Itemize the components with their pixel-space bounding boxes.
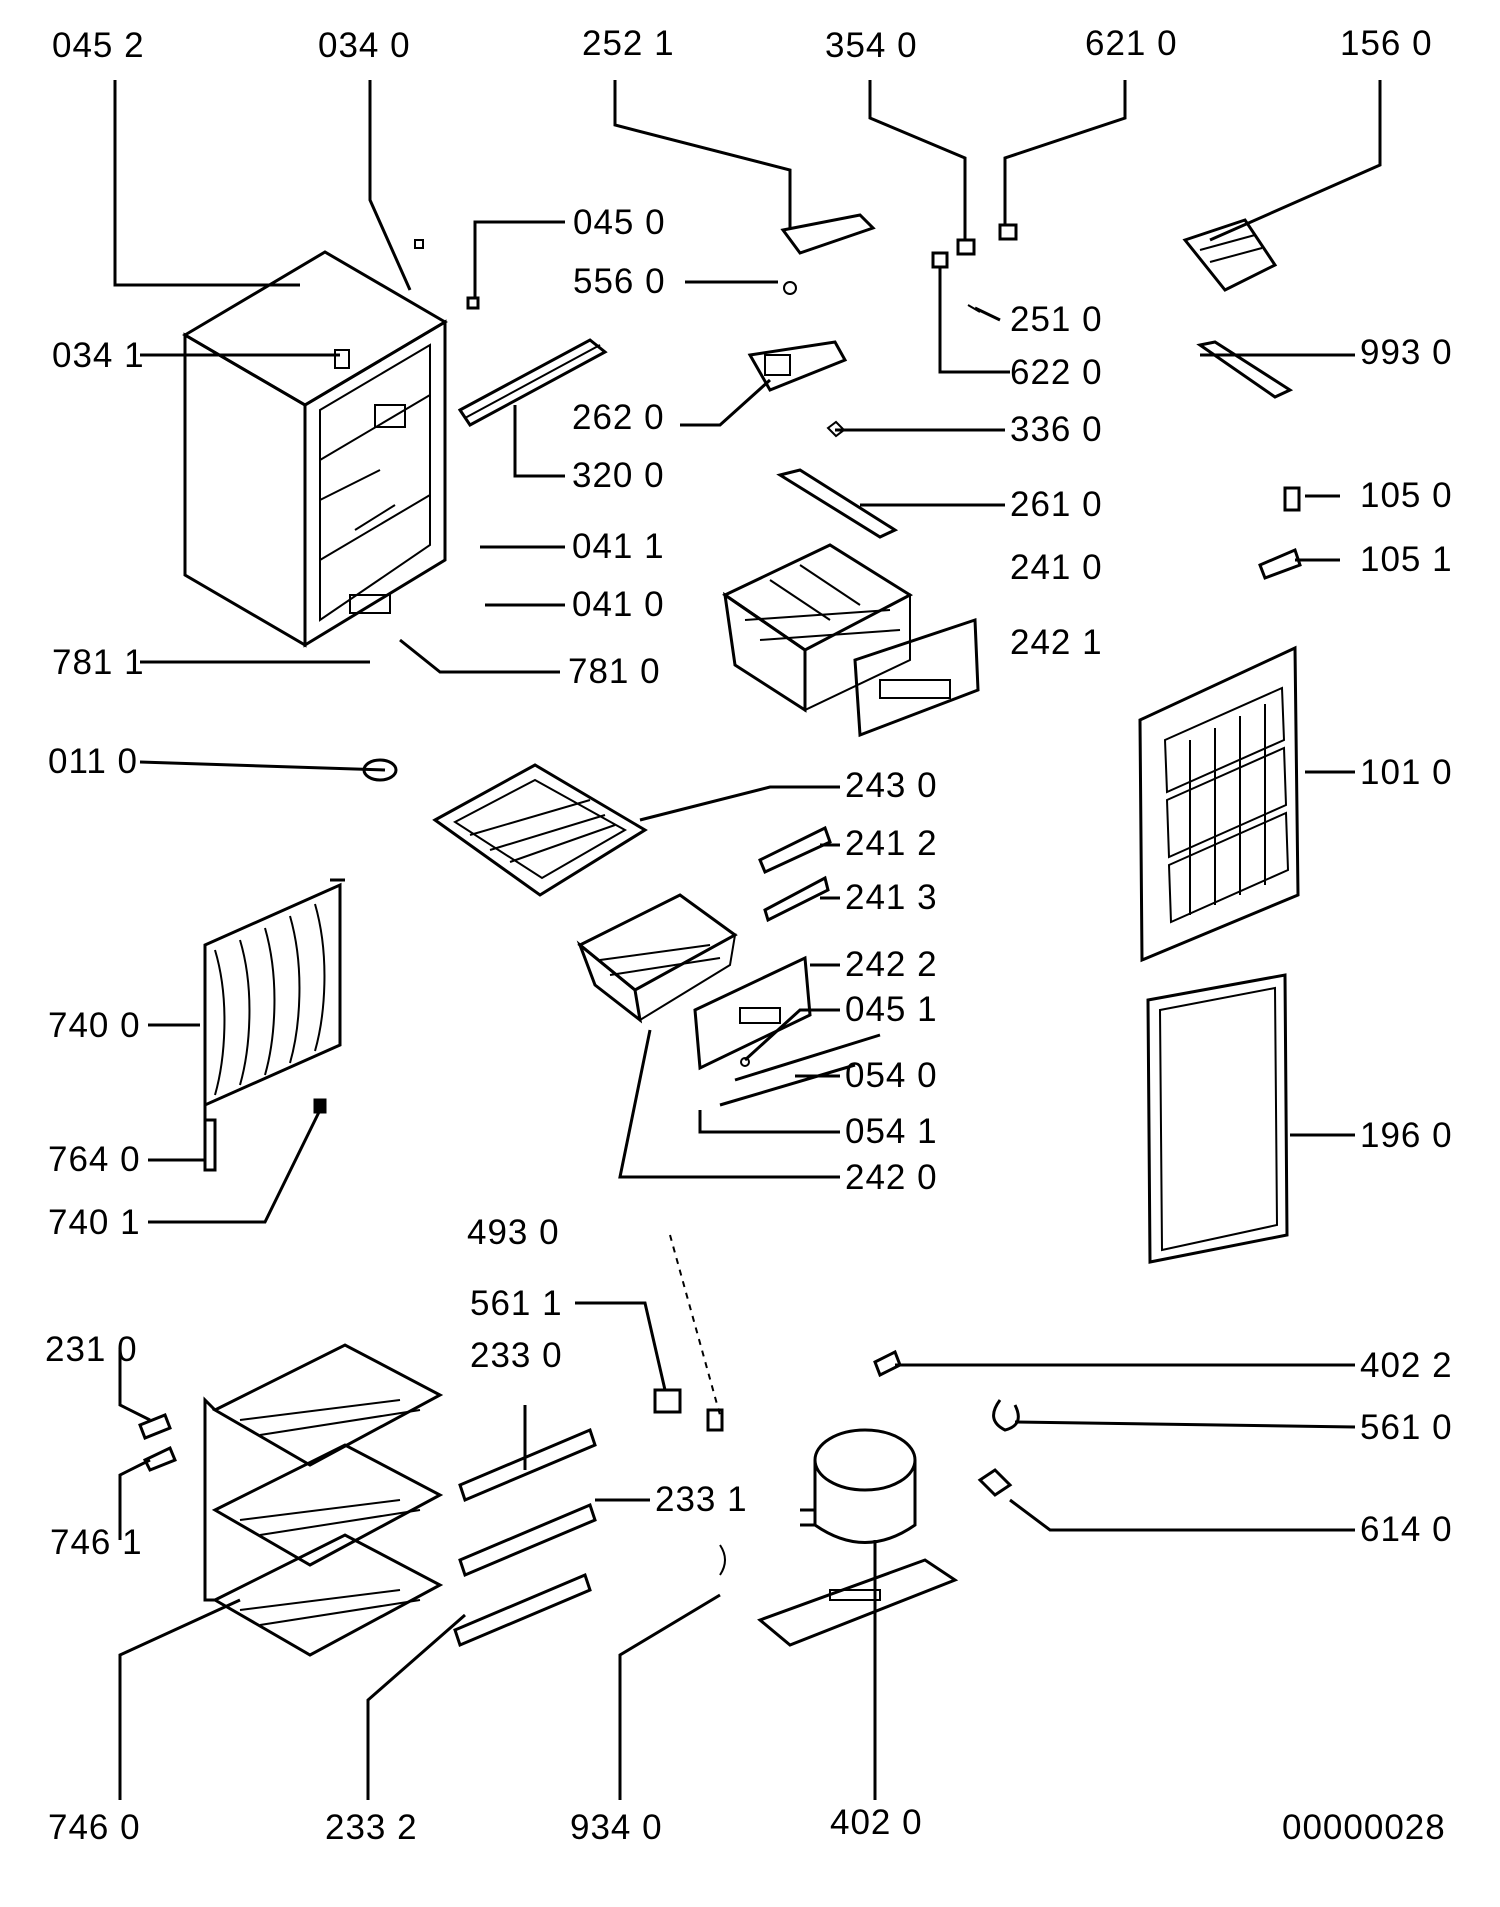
part-label-7460: 746 0 [48, 1808, 141, 1847]
part-label-2412: 241 2 [845, 824, 938, 863]
part-label-0410: 041 0 [572, 585, 665, 624]
part-label-0541: 054 1 [845, 1112, 938, 1151]
part-label-9930: 993 0 [1360, 333, 1453, 372]
part-label-7401: 740 1 [48, 1203, 141, 1242]
drawer-basket-upper [722, 543, 980, 738]
part-label-9340: 934 0 [570, 1808, 663, 1847]
part-label-5560: 556 0 [573, 262, 666, 301]
condenser-coil [203, 878, 345, 1172]
part-label-1560: 156 0 [1340, 24, 1433, 63]
cabinet-part [182, 250, 448, 648]
part-label-2332: 233 2 [325, 1808, 418, 1847]
rods [719, 1033, 881, 1107]
part-label-2620: 262 0 [572, 398, 665, 437]
part-label-0452: 045 2 [52, 26, 145, 65]
part-label-3360: 336 0 [1010, 410, 1103, 449]
part-label-2421: 242 1 [1010, 623, 1103, 662]
part-label-2331: 233 1 [655, 1480, 748, 1519]
part-label-1050: 105 0 [1360, 476, 1453, 515]
part-label-2413: 241 3 [845, 878, 938, 917]
part-label-2521: 252 1 [582, 24, 675, 63]
part-label-4930: 493 0 [467, 1213, 560, 1252]
part-label-6220: 622 0 [1010, 353, 1103, 392]
small-strips [758, 825, 832, 923]
part-label-6210: 621 0 [1085, 24, 1178, 63]
part-label-5610: 561 0 [1360, 1408, 1453, 1447]
part-label-7640: 764 0 [48, 1140, 141, 1179]
part-label-6140: 614 0 [1360, 1510, 1453, 1549]
part-label-3200: 320 0 [572, 456, 665, 495]
door-panel [1138, 645, 1300, 963]
part-label-7811: 781 1 [52, 643, 145, 682]
part-label-4020: 402 0 [830, 1803, 923, 1842]
leader-lines [113, 80, 1382, 1800]
part-label-0540: 054 0 [845, 1056, 938, 1095]
shelf-rails [453, 1427, 597, 1648]
part-label-1010: 101 0 [1360, 753, 1453, 792]
part-label-7810: 781 0 [568, 652, 661, 691]
part-label-2310: 231 0 [45, 1330, 138, 1369]
right-top-parts [1182, 218, 1302, 580]
small-parts-top [414, 213, 1018, 539]
part-label-5611: 561 1 [470, 1284, 563, 1323]
part-label-7400: 740 0 [48, 1006, 141, 1045]
part-label-0341: 034 1 [52, 336, 145, 375]
part-label-4022: 402 2 [1360, 1346, 1453, 1385]
part-label-0340: 034 0 [318, 26, 411, 65]
part-label-2430: 243 0 [845, 766, 938, 805]
part-label-1960: 196 0 [1360, 1116, 1453, 1155]
part-label-2610: 261 0 [1010, 485, 1103, 524]
part-label-2330: 233 0 [470, 1336, 563, 1375]
part-label-7461: 746 1 [50, 1523, 143, 1562]
part-label-2422: 242 2 [845, 945, 938, 984]
door-gasket [1146, 973, 1289, 1264]
diagram-reference-number: 00000028 [1282, 1808, 1446, 1847]
part-label-2510: 251 0 [1010, 300, 1103, 339]
part-label-0411: 041 1 [572, 527, 665, 566]
wire-shelves [138, 1343, 444, 1657]
part-label-3540: 354 0 [825, 26, 918, 65]
thermostat-parts [653, 1388, 726, 1576]
part-label-2420: 242 0 [845, 1158, 938, 1197]
drawer-basket-lower [576, 893, 812, 1071]
small-round-part [362, 758, 398, 782]
part-label-1051: 105 1 [1360, 540, 1453, 579]
part-label-0110: 011 0 [48, 742, 138, 781]
part-label-0450: 045 0 [573, 203, 666, 242]
compressor [757, 1349, 1020, 1647]
tray-shelf [432, 763, 648, 897]
part-label-0451: 045 1 [845, 990, 938, 1029]
part-label-2410: 241 0 [1010, 548, 1103, 587]
